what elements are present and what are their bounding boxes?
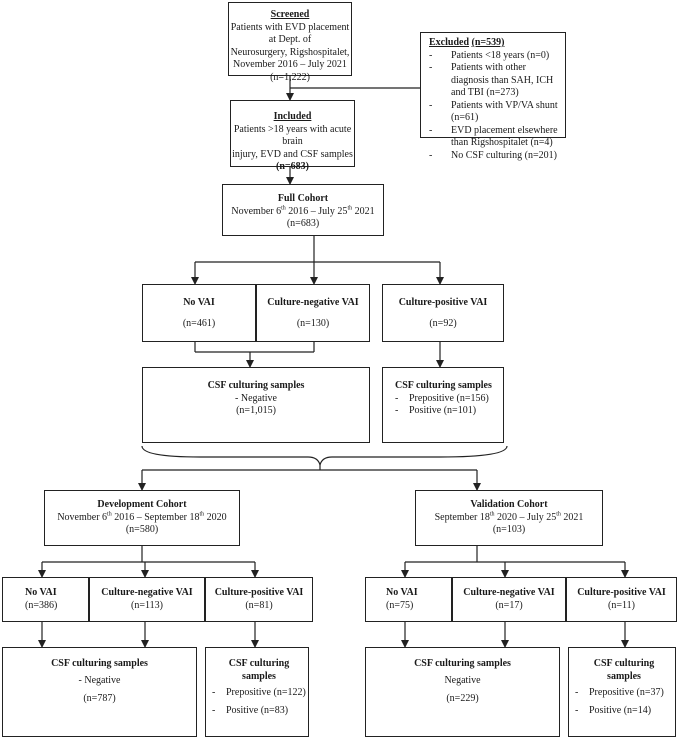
val-samples-negative: CSF culturing samples Negative (n=229) (365, 647, 560, 737)
samples-title: CSF culturing samples (395, 380, 492, 391)
dev-cohort-count: (n=580) (125, 524, 159, 535)
group-label: Culture-negative VAI (267, 297, 359, 308)
samples-line: - Negative (235, 392, 277, 404)
group-label: Culture-positive VAI (398, 297, 488, 308)
included-count: (n=683) (276, 161, 309, 172)
samples-line: Negative (444, 674, 481, 686)
full-cohort-dates: November 6th 2016 – July 25th 2021 (231, 205, 375, 217)
full-group-culture-positive: Culture-positive VAI (n=92) (382, 284, 504, 342)
samples-item: -Prepositive (n=122) (212, 687, 306, 698)
full-group-no-vai: No VAI (n=461) (142, 284, 256, 342)
screened-line-3: November 2016 – July 2021 (233, 59, 347, 70)
screened-line-1: Patients with EVD placement at Dept. of (230, 21, 350, 46)
samples-count: (n=787) (83, 693, 116, 704)
group-count: (n=130) (296, 317, 330, 329)
samples-line: - Negative (78, 674, 121, 686)
excluded-heading: Excluded (n=539) (429, 37, 561, 50)
group-count: (n=113) (131, 599, 163, 611)
group-count: (n=92) (429, 317, 457, 329)
group-label: Culture-positive VAI (577, 587, 666, 598)
excluded-item: -Patients with VP/VA shunt (n=61) (429, 99, 558, 124)
samples-count: (n=1,015) (236, 405, 276, 416)
excluded-item: -Patients <18 years (n=0) (429, 49, 550, 61)
excluded-item: -No CSF culturing (n=201) (429, 149, 557, 161)
samples-title: CSF culturing (593, 658, 655, 669)
val-group-culture-positive: Culture-positive VAI (n=11) (566, 577, 677, 622)
samples-title: CSF culturing (228, 658, 290, 669)
samples-title: CSF culturing samples (51, 658, 148, 669)
excluded-count: (n=539) (471, 37, 505, 48)
group-label: Culture-negative VAI (463, 587, 555, 598)
group-count: (n=461) (182, 317, 216, 329)
brace (141, 445, 508, 466)
dev-cohort-dates: November 6th 2016 – September 18th 2020 (57, 511, 227, 523)
full-group-culture-negative: Culture-negative VAI (n=130) (256, 284, 370, 342)
excluded-title: Excluded (429, 37, 470, 48)
dev-group-culture-negative: Culture-negative VAI (n=113) (89, 577, 205, 622)
val-samples-positive: CSF culturing samples -Prepositive (n=37… (568, 647, 676, 737)
group-label: Culture-positive VAI (214, 587, 304, 598)
group-count: (n=386) (25, 599, 58, 611)
group-count: (n=11) (608, 599, 635, 611)
samples-title: samples (242, 670, 276, 682)
samples-count: (n=229) (446, 693, 479, 704)
group-label: No VAI (25, 587, 57, 598)
screened-box: Screened Patients with EVD placement at … (228, 2, 352, 83)
full-cohort-title: Full Cohort (277, 193, 329, 204)
excluded-item: -EVD placement elsewhere than Rigshospit… (429, 124, 558, 149)
full-samples-positive: CSF culturing samples -Prepositive (n=15… (382, 367, 504, 443)
val-cohort-title: Validation Cohort (470, 499, 548, 510)
val-group-culture-negative: Culture-negative VAI (n=17) (452, 577, 566, 622)
validation-cohort-box: Validation Cohort September 18th 2020 – … (415, 490, 603, 546)
full-cohort-count: (n=683) (286, 218, 320, 229)
dev-group-culture-positive: Culture-positive VAI (n=81) (205, 577, 313, 622)
screened-title: Screened (270, 9, 310, 20)
dev-samples-positive: CSF culturing samples -Prepositive (n=12… (205, 647, 309, 737)
excluded-box: Excluded (n=539) -Patients <18 years (n=… (420, 32, 566, 161)
samples-title: CSF culturing samples (207, 380, 305, 391)
samples-title: CSF culturing samples (414, 658, 511, 669)
dev-cohort-title: Development Cohort (97, 499, 187, 510)
samples-title: samples (607, 670, 641, 682)
val-group-no-vai: No VAI (n=75) (365, 577, 452, 622)
included-box: Included Patients >18 years with acute b… (230, 100, 355, 172)
group-count: (n=75) (386, 599, 414, 611)
samples-item: -Positive (n=101) (395, 405, 477, 416)
included-line-2: injury, EVD and CSF samples (232, 148, 353, 160)
included-line-1: Patients >18 years with acute brain (233, 123, 352, 148)
samples-item: -Prepositive (n=37) (575, 687, 664, 698)
excluded-item: -Patients with other diagnosis than SAH,… (429, 62, 554, 98)
screened-count: (n=1,222) (270, 71, 310, 83)
samples-item: -Positive (n=14) (575, 704, 652, 716)
group-label: No VAI (386, 587, 418, 598)
full-cohort-box: Full Cohort November 6th 2016 – July 25t… (222, 184, 384, 236)
samples-item: -Positive (n=83) (212, 704, 289, 716)
screened-line-2: Neurosurgery, Rigshospitalet, (230, 46, 350, 58)
group-count: (n=17) (495, 599, 523, 611)
development-cohort-box: Development Cohort November 6th 2016 – S… (44, 490, 240, 546)
val-cohort-count: (n=103) (492, 524, 526, 535)
val-cohort-dates: September 18th 2020 – July 25th 2021 (434, 511, 584, 523)
included-title: Included (273, 111, 312, 122)
dev-group-no-vai: No VAI (n=386) (2, 577, 89, 622)
group-label: Culture-negative VAI (101, 587, 193, 598)
group-count: (n=81) (245, 599, 273, 611)
full-samples-negative: CSF culturing samples - Negative (n=1,01… (142, 367, 370, 443)
samples-item: -Prepositive (n=156) (395, 392, 489, 404)
group-label: No VAI (183, 297, 215, 308)
dev-samples-negative: CSF culturing samples - Negative (n=787) (2, 647, 197, 737)
